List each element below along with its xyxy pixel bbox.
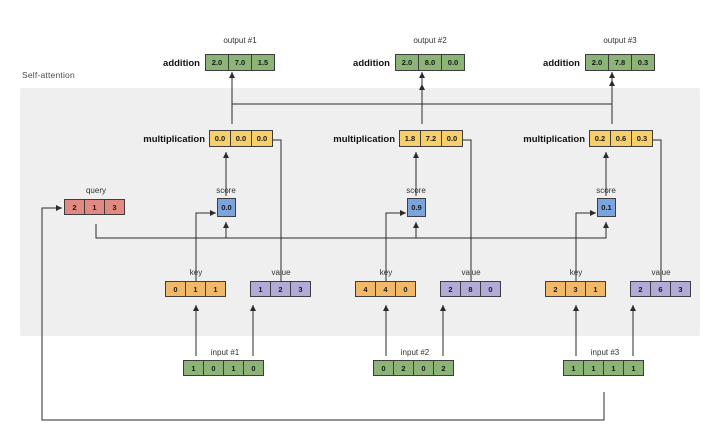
input-caption-2: input #2 [400, 348, 430, 357]
input-vector-2: 0 2 0 2 [373, 360, 454, 376]
output-caption-3: output #3 [603, 36, 637, 45]
query-cell: 3 [104, 199, 125, 215]
query-cell: 1 [84, 199, 105, 215]
input-cell: 1 [623, 360, 644, 376]
key-caption-2: key [379, 268, 393, 277]
score-caption-3: score [596, 186, 616, 195]
key-cell: 0 [165, 281, 186, 297]
multiplication-cell: 0.3 [631, 130, 653, 147]
output-cell: 0.3 [631, 54, 655, 71]
multiplication-cell: 0.2 [589, 130, 611, 147]
multiplication-cell: 0.0 [209, 130, 231, 147]
output-cell: 8.0 [418, 54, 442, 71]
input-cell: 1 [583, 360, 604, 376]
score-vector-2: 0.9 [407, 198, 426, 217]
key-caption-1: key [189, 268, 203, 277]
key-vector-2: 4 4 0 [355, 281, 416, 297]
value-cell: 0 [480, 281, 501, 297]
output-cell: 2.0 [395, 54, 419, 71]
output-caption-1: output #1 [223, 36, 257, 45]
self-attention-panel-label: Self-attention [22, 70, 75, 80]
multiplication-label-2: multiplication [333, 134, 395, 145]
input-cell: 1 [603, 360, 624, 376]
key-vector-3: 2 3 1 [545, 281, 606, 297]
output-cell: 2.0 [585, 54, 609, 71]
output-cell: 2.0 [205, 54, 229, 71]
key-cell: 4 [355, 281, 376, 297]
score-vector-3: 0.1 [597, 198, 616, 217]
value-vector-1: 1 2 3 [250, 281, 311, 297]
addition-label-1: addition [163, 58, 200, 69]
score-caption-2: score [406, 186, 426, 195]
value-cell: 1 [250, 281, 271, 297]
value-caption-1: value [271, 268, 291, 277]
query-caption: query [85, 186, 106, 195]
input-caption-3: input #3 [590, 348, 620, 357]
input-cell: 0 [203, 360, 224, 376]
multiplication-cell: 0.0 [251, 130, 273, 147]
multiplication-cell: 0.0 [441, 130, 463, 147]
value-vector-3: 2 6 3 [630, 281, 691, 297]
output-cell: 1.5 [251, 54, 275, 71]
multiplication-vector-1: 0.0 0.0 0.0 [209, 130, 273, 147]
multiplication-cell: 0.6 [610, 130, 632, 147]
multiplication-vector-2: 1.8 7.2 0.0 [399, 130, 463, 147]
input-cell: 1 [223, 360, 244, 376]
input-cell: 0 [243, 360, 264, 376]
multiplication-label-3: multiplication [523, 134, 585, 145]
value-caption-2: value [461, 268, 481, 277]
value-caption-3: value [651, 268, 671, 277]
key-cell: 0 [395, 281, 416, 297]
output-cell: 0.0 [441, 54, 465, 71]
multiplication-cell: 7.2 [420, 130, 442, 147]
output-cell: 7.0 [228, 54, 252, 71]
value-cell: 8 [460, 281, 481, 297]
multiplication-cell: 0.0 [230, 130, 252, 147]
addition-label-2: addition [353, 58, 390, 69]
key-caption-3: key [569, 268, 583, 277]
key-cell: 1 [185, 281, 206, 297]
key-cell: 1 [205, 281, 226, 297]
input-cell: 1 [183, 360, 204, 376]
addition-label-3: addition [543, 58, 580, 69]
score-cell: 0.1 [597, 198, 616, 217]
value-cell: 2 [270, 281, 291, 297]
output-vector-1: 2.0 7.0 1.5 [205, 54, 275, 71]
output-cell: 7.8 [608, 54, 632, 71]
input-cell: 0 [413, 360, 434, 376]
score-cell: 0.9 [407, 198, 426, 217]
score-vector-1: 0.0 [217, 198, 236, 217]
value-cell: 2 [630, 281, 651, 297]
value-cell: 3 [670, 281, 691, 297]
input-caption-1: input #1 [210, 348, 240, 357]
query-cell: 2 [64, 199, 85, 215]
input-cell: 2 [433, 360, 454, 376]
value-cell: 3 [290, 281, 311, 297]
score-caption-1: score [216, 186, 236, 195]
value-cell: 2 [440, 281, 461, 297]
query-vector: 2 1 3 [64, 199, 125, 215]
output-caption-2: output #2 [413, 36, 447, 45]
score-cell: 0.0 [217, 198, 236, 217]
value-cell: 6 [650, 281, 671, 297]
input-vector-1: 1 0 1 0 [183, 360, 264, 376]
key-cell: 2 [545, 281, 566, 297]
input-cell: 2 [393, 360, 414, 376]
input-cell: 1 [563, 360, 584, 376]
key-vector-1: 0 1 1 [165, 281, 226, 297]
output-vector-2: 2.0 8.0 0.0 [395, 54, 465, 71]
multiplication-vector-3: 0.2 0.6 0.3 [589, 130, 653, 147]
input-cell: 0 [373, 360, 394, 376]
output-vector-3: 2.0 7.8 0.3 [585, 54, 655, 71]
multiplication-cell: 1.8 [399, 130, 421, 147]
multiplication-label-1: multiplication [143, 134, 205, 145]
key-cell: 4 [375, 281, 396, 297]
value-vector-2: 2 8 0 [440, 281, 501, 297]
key-cell: 1 [585, 281, 606, 297]
input-vector-3: 1 1 1 1 [563, 360, 644, 376]
key-cell: 3 [565, 281, 586, 297]
